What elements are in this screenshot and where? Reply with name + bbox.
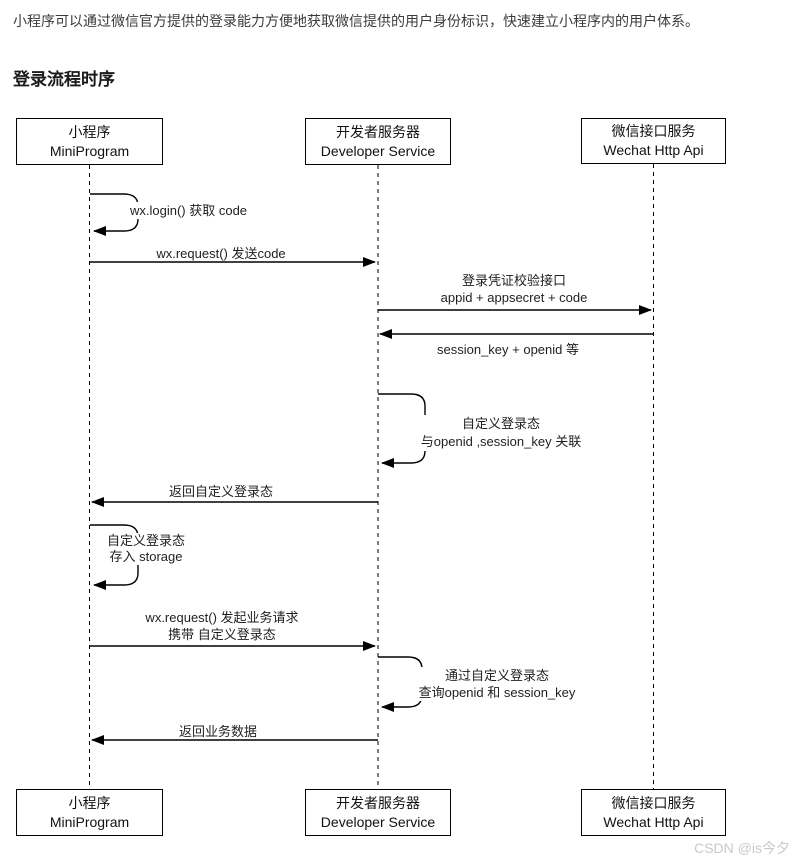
actor-name-en: Wechat Http Api [603,813,704,830]
message-label-query-openid: 通过自定义登录态 查询openid 和 session_key [416,667,578,701]
actor-top-miniprogram: 小程序 MiniProgram [16,118,163,165]
message-label-session-key-return: session_key + openid 等 [436,342,580,357]
actor-bottom-wechat-api: 微信接口服务 Wechat Http Api [581,789,726,836]
message-label-business-request: wx.request() 发起业务请求 携带 自定义登录态 [145,610,299,642]
watermark: CSDN @is今夕 [694,840,790,856]
actor-name-en: MiniProgram [49,142,130,159]
section-heading: 登录流程时序 [13,70,115,89]
actor-top-developer-service: 开发者服务器 Developer Service [305,118,451,165]
actor-bottom-developer-service: 开发者服务器 Developer Service [305,789,451,836]
actor-name-zh: 开发者服务器 [336,794,420,811]
message-label-custom-login-state: 自定义登录态 与openid ,session_key 关联 [418,415,584,451]
message-label-code2session: 登录凭证校验接口 appid + appsecret + code [440,273,588,305]
actor-name-en: Wechat Http Api [603,142,704,158]
message-label-store-storage: 自定义登录态 存入 storage [104,533,188,565]
actor-name-zh: 微信接口服务 [611,794,696,811]
actor-name-en: MiniProgram [49,813,130,830]
message-label-wx-login: wx.login() 获取 code [128,202,250,219]
actor-name-zh: 小程序 [68,123,111,140]
actor-bottom-miniprogram: 小程序 MiniProgram [16,789,163,836]
actor-name-zh: 小程序 [68,794,111,811]
actor-name-zh: 微信接口服务 [611,123,696,139]
message-label-return-login-state: 返回自定义登录态 [168,484,274,499]
actor-name-en: Developer Service [320,142,436,159]
message-label-send-code: wx.request() 发送code [156,246,286,261]
intro-text: 小程序可以通过微信官方提供的登录能力方便地获取微信提供的用户身份标识，快速建立小… [13,13,699,29]
self-loop-query-openid [378,656,423,712]
actor-top-wechat-api: 微信接口服务 Wechat Http Api [581,118,726,164]
message-label-return-business-data: 返回业务数据 [178,724,258,739]
actor-name-en: Developer Service [320,813,436,830]
actor-name-zh: 开发者服务器 [336,123,420,140]
